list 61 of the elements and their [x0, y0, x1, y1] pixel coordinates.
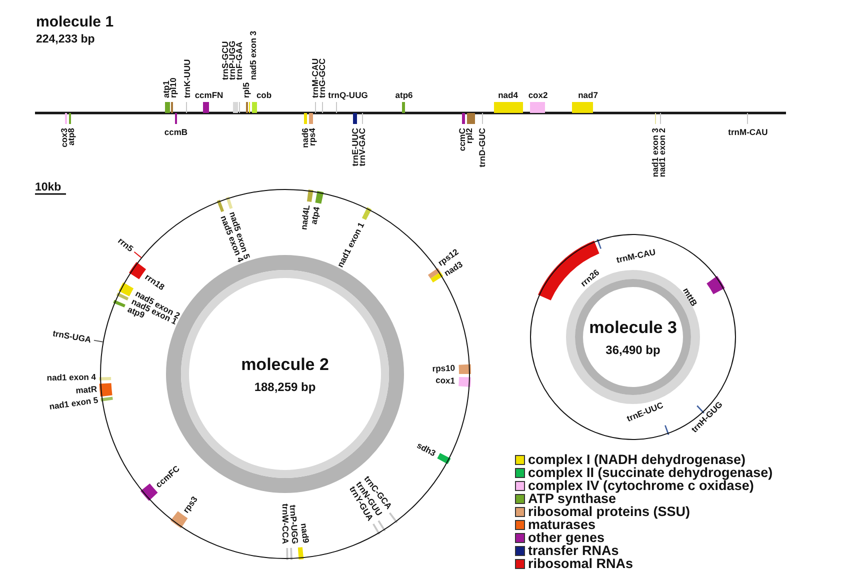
gene-label: ccmFN — [194, 90, 224, 100]
gene-label: cob — [256, 90, 272, 100]
gene-label: nad1 exon 1 — [336, 220, 366, 268]
legend-label: complex I (NADH dehydrogenase) — [528, 452, 746, 466]
molecule-name: molecule 1 — [36, 14, 114, 30]
gene-label: trnV-GAC — [358, 128, 366, 166]
gene-label: trnP-UGG — [228, 40, 236, 80]
gene-label: atp8 — [66, 128, 76, 146]
gene-label: rpl10 — [168, 78, 178, 98]
gene-label: rpl5 — [242, 82, 250, 98]
legend-label: complex II (succinate dehydrogenase) — [528, 466, 773, 480]
gene-label: nad6 — [300, 128, 310, 148]
gene-label: rps4 — [308, 128, 316, 146]
gene-label: trnM-CAU — [616, 248, 656, 264]
gene-label: trnQ-UUG — [328, 90, 368, 100]
gene-label: nad4 — [498, 90, 518, 100]
gene-label: trnW-CCA — [280, 504, 290, 544]
gene-label: nad1 exon 3 — [650, 128, 660, 178]
gene-label: rps10 — [432, 364, 456, 374]
gene-label: trnS-UGA — [52, 328, 92, 344]
legend-label: transfer RNAs — [528, 544, 619, 558]
gene-label: nad7 — [578, 90, 598, 100]
gene-label: matR — [75, 384, 97, 395]
gene-label: trnF-GAA — [234, 42, 244, 80]
gene-label: cox2 — [528, 90, 548, 100]
gene-label: rpl2 — [464, 128, 474, 144]
gene-label: atp4 — [310, 206, 322, 226]
gene-label: rrn5 — [116, 236, 135, 254]
scale-label: 10kb — [35, 182, 62, 194]
legend-label: ribosomal RNAs — [528, 556, 634, 570]
legend-label: other genes — [528, 530, 605, 544]
gene-label: nad1 exon 2 — [658, 128, 666, 178]
legend-label: maturases — [528, 518, 596, 532]
gene-label: atp1 — [162, 80, 170, 98]
gene-label: sdh3 — [416, 440, 438, 458]
gene-label: trnS-GCU — [220, 41, 230, 80]
molecule-length: 36,490 bp — [606, 344, 660, 356]
gene-label: trnD-GUC — [478, 128, 486, 168]
gene-label: nad1 exon 5 — [48, 396, 98, 412]
molecule-length: 188,259 bp — [254, 380, 316, 392]
molecule-name: molecule 3 — [589, 318, 677, 336]
gene-label: trnM-CAU — [728, 128, 768, 136]
gene-label: trnK-UUU — [182, 59, 192, 98]
gene-label: nad1 exon 4 — [46, 373, 96, 382]
gene-label: nad4L — [300, 204, 312, 231]
molecule-name: molecule 2 — [241, 356, 329, 372]
gene-label: trnP-UGG — [288, 504, 300, 544]
gene-label: trnM-CAU — [310, 58, 320, 98]
legend-label: complex IV (cytochrome c oxidase) — [528, 478, 754, 492]
gene-label: nad9 — [299, 522, 310, 544]
gene-label: cox3 — [60, 128, 68, 148]
legend-label: ribosomal proteins (SSU) — [528, 504, 690, 518]
gene-label: ccmC — [458, 128, 466, 152]
legend-label: ATP synthase — [528, 492, 616, 506]
molecule-length: 224,233 bp — [36, 34, 95, 46]
gene-label: atp6 — [395, 90, 413, 100]
gene-label: cox1 — [435, 376, 456, 386]
gene-label: nad5 exon 3 — [248, 30, 258, 80]
gene-label: trnG-GCC — [318, 58, 326, 98]
gene-label: ccmB — [164, 128, 188, 136]
gene-label: trnE-UUC — [350, 128, 360, 166]
